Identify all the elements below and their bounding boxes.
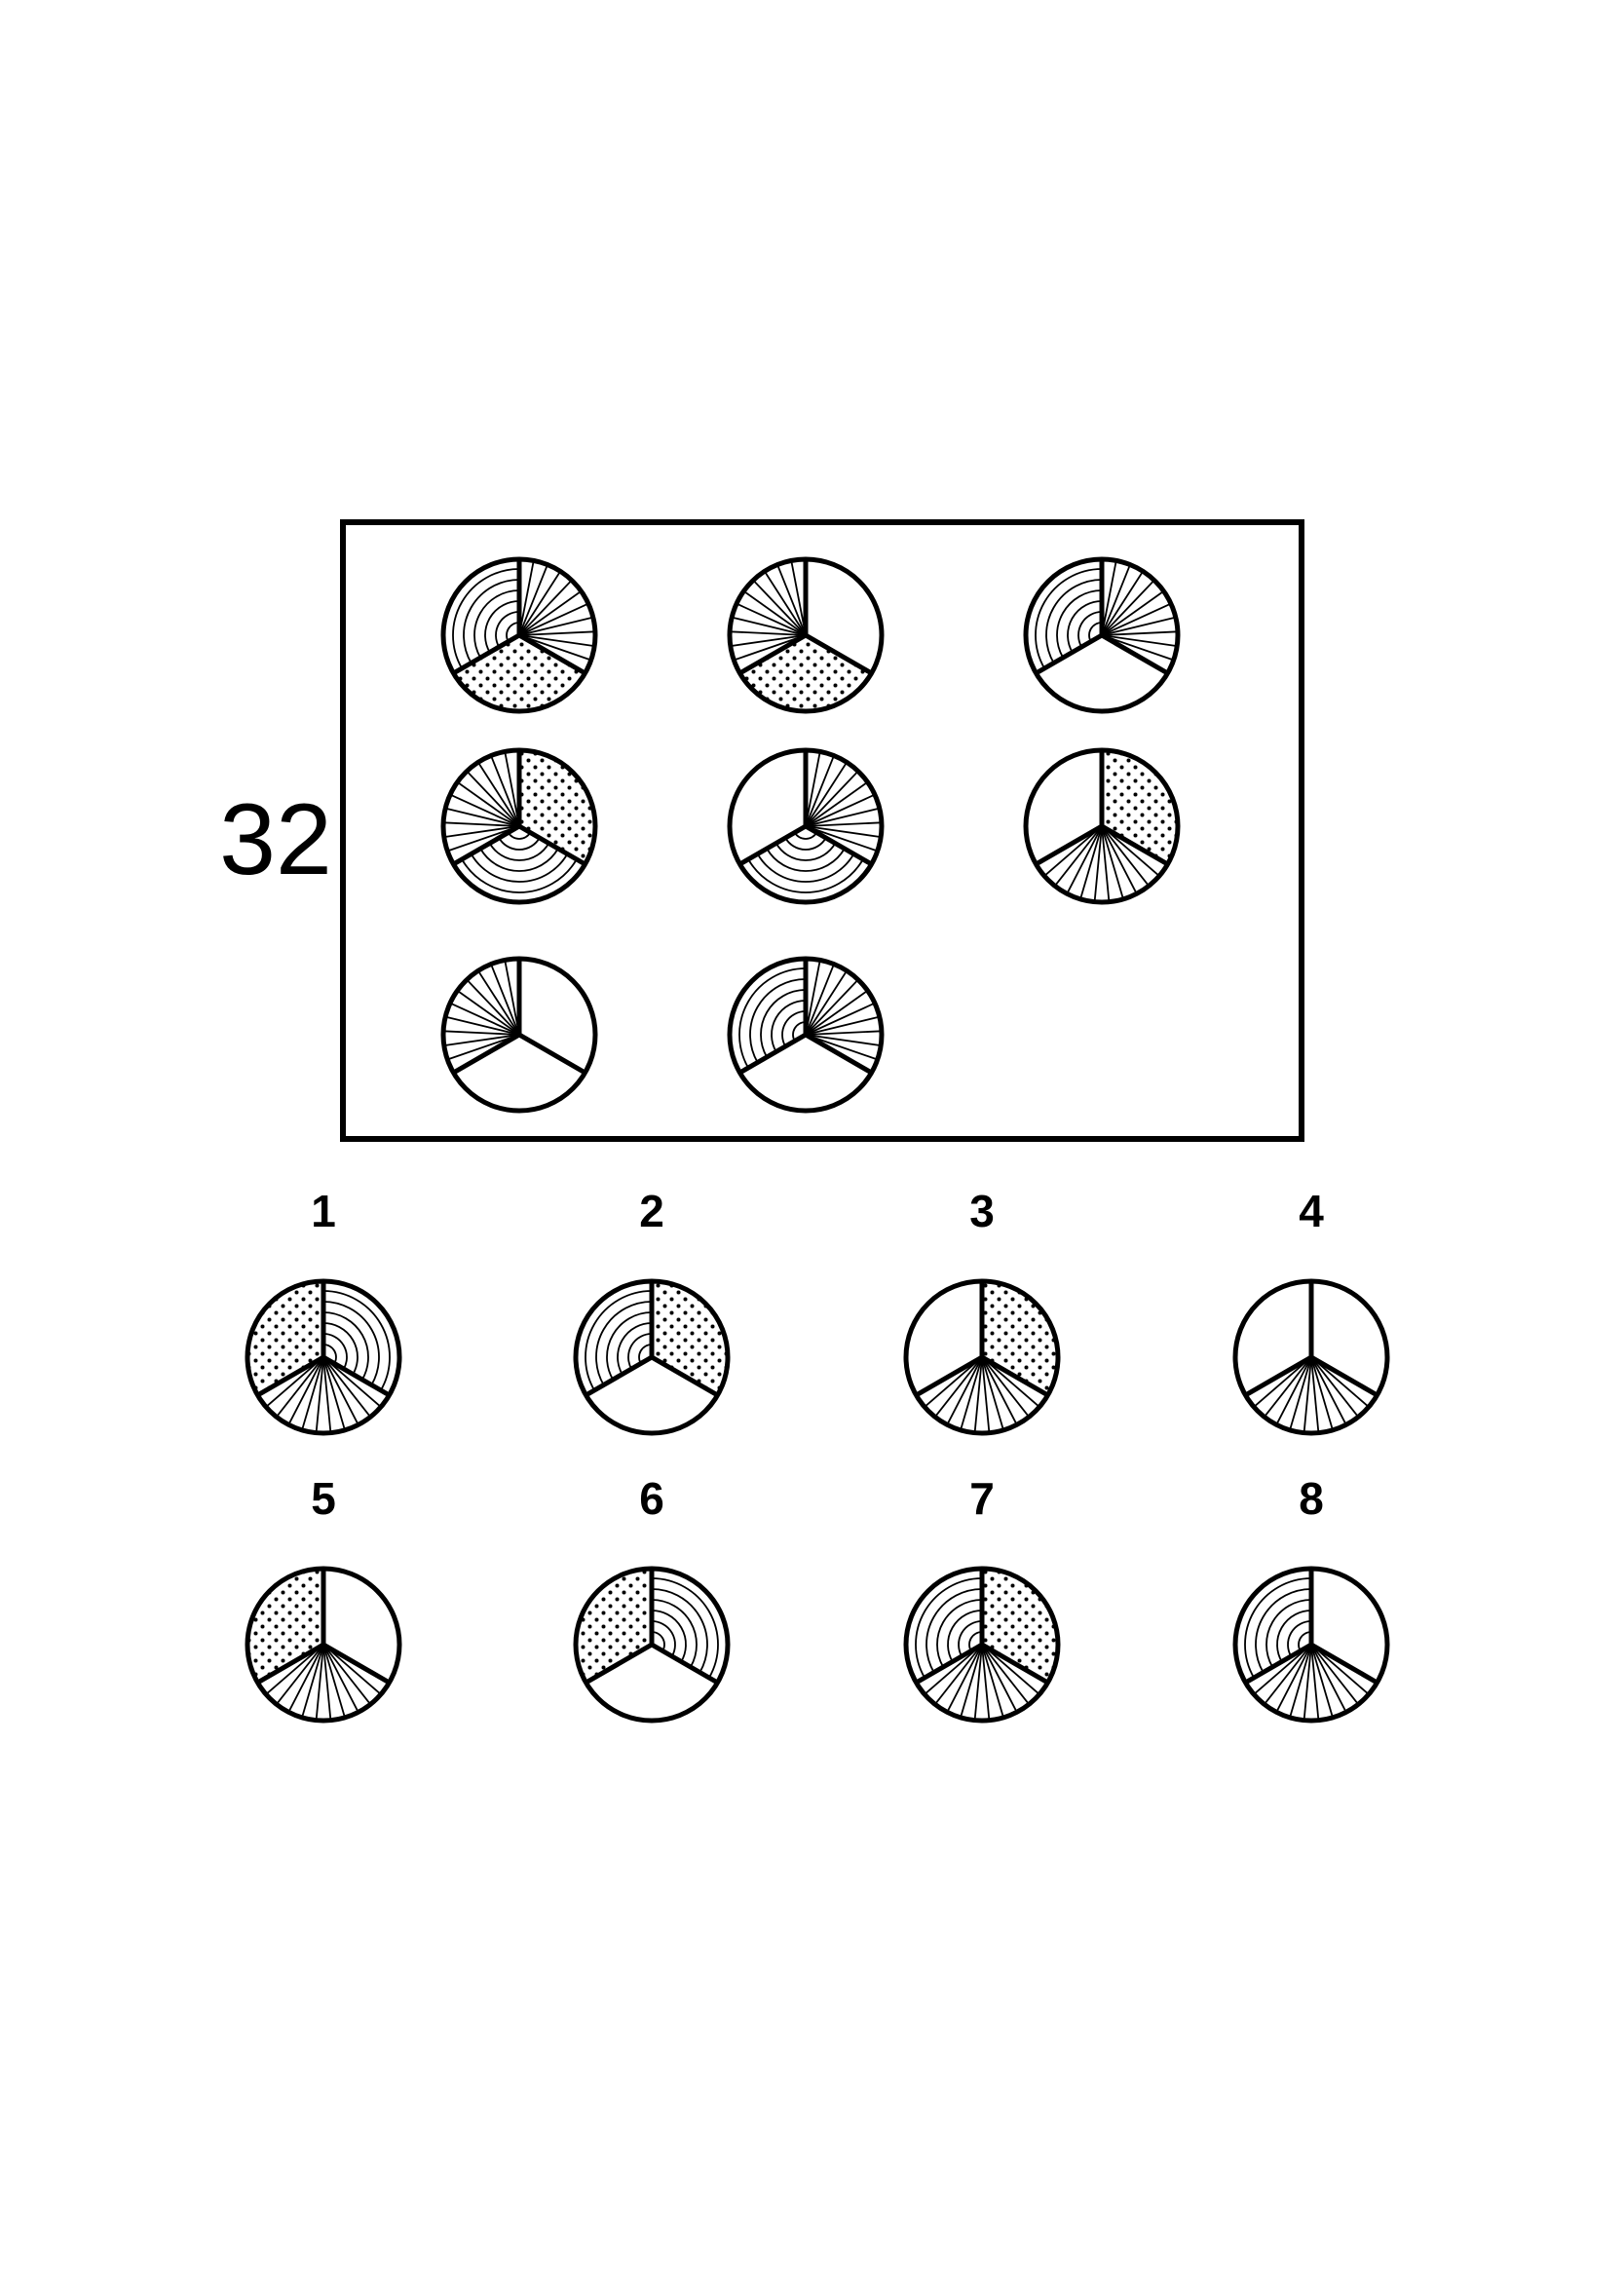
- divider-line: [452, 1032, 521, 1076]
- answer-options: 1 2 3 4 5 6 7 8: [245, 1186, 1390, 1724]
- option-pie-1: [245, 1278, 402, 1436]
- option-label: 4: [1299, 1186, 1324, 1236]
- divider-line: [980, 1354, 1049, 1398]
- option-label: 5: [311, 1473, 336, 1524]
- sector-top-left-concentric-arcs: [585, 1290, 653, 1391]
- divider-line: [585, 1354, 654, 1398]
- sector-top-right-radial-lines: [805, 960, 882, 1061]
- divider-line: [804, 632, 873, 676]
- divider-line: [1244, 1354, 1313, 1398]
- divider-line: [1035, 632, 1104, 676]
- divider-line: [256, 1354, 325, 1398]
- divider-line: [804, 823, 873, 867]
- divider-line: [1309, 1354, 1379, 1398]
- sector-bottom-concentric-arcs: [461, 831, 578, 893]
- option-5[interactable]: 5: [245, 1473, 402, 1724]
- sector-top-left-concentric-arcs: [1244, 1577, 1312, 1679]
- divider-line: [1309, 1642, 1379, 1686]
- option-6[interactable]: 6: [573, 1473, 731, 1724]
- option-7[interactable]: 7: [903, 1473, 1061, 1724]
- divider-line: [1100, 632, 1169, 676]
- option-label: 6: [639, 1473, 664, 1524]
- sector-top-left-concentric-arcs: [452, 568, 520, 669]
- divider-line: [650, 1354, 719, 1398]
- option-4[interactable]: 4: [1232, 1186, 1390, 1436]
- divider-line: [256, 1642, 325, 1686]
- divider-line: [517, 1032, 586, 1076]
- sector-bottom-dots: [739, 635, 872, 711]
- matrix-cell-r3-c2: [727, 956, 885, 1114]
- matrix-frame: [340, 519, 1304, 1142]
- divider-line: [650, 1642, 719, 1686]
- option-3[interactable]: 3: [903, 1186, 1061, 1436]
- matrix-cell-r1-c2: [727, 556, 885, 714]
- option-pie-4: [1232, 1278, 1390, 1436]
- sector-top-right-radial-lines: [518, 560, 595, 662]
- option-pie-2: [573, 1278, 731, 1436]
- sector-top-right-radial-lines: [805, 751, 882, 853]
- matrix-cell-r2-c1: [440, 747, 598, 905]
- sector-top-left-concentric-arcs: [915, 1577, 983, 1679]
- option-2[interactable]: 2: [573, 1186, 731, 1436]
- option-pie-7: [903, 1566, 1061, 1724]
- option-pie-6: [573, 1566, 731, 1724]
- divider-line: [517, 632, 586, 676]
- matrix-cell-r1-c3: [1023, 556, 1181, 714]
- option-8[interactable]: 8: [1232, 1473, 1390, 1724]
- divider-line: [1035, 823, 1104, 867]
- option-label: 8: [1299, 1473, 1324, 1524]
- divider-line: [321, 1642, 391, 1686]
- matrix-cell-r3-c1: [440, 956, 598, 1114]
- sector-top-left-radial-lines: [443, 751, 520, 853]
- sector-bottom-dots: [453, 635, 585, 711]
- divider-line: [585, 1642, 654, 1686]
- puzzle-number: 32: [219, 783, 332, 896]
- sector-bottom-concentric-arcs: [747, 831, 864, 893]
- option-label: 7: [969, 1473, 995, 1524]
- option-pie-8: [1232, 1566, 1390, 1724]
- divider-line: [915, 1642, 984, 1686]
- divider-line: [804, 1032, 873, 1076]
- divider-line: [738, 823, 808, 867]
- matrix-cell-r1-c1: [440, 556, 598, 714]
- divider-line: [738, 1032, 808, 1076]
- divider-line: [517, 823, 586, 867]
- divider-line: [452, 632, 521, 676]
- sector-top-left-concentric-arcs: [738, 967, 807, 1069]
- sector-top-right-concentric-arcs: [651, 1577, 719, 1679]
- matrix-grid: [440, 556, 1181, 1114]
- divider-line: [1100, 823, 1169, 867]
- option-1[interactable]: 1: [245, 1186, 402, 1436]
- divider-line: [321, 1354, 391, 1398]
- sector-top-right-radial-lines: [1101, 560, 1178, 662]
- option-label: 2: [639, 1186, 664, 1236]
- sector-bottom-radial-lines: [265, 1644, 382, 1721]
- divider-line: [915, 1354, 984, 1398]
- option-label: 3: [969, 1186, 995, 1236]
- matrix-cell-r2-c3: [1023, 747, 1181, 905]
- matrix-cell-r2-c2: [727, 747, 885, 905]
- option-label: 1: [311, 1186, 336, 1236]
- sector-top-left-concentric-arcs: [1035, 568, 1103, 669]
- sector-top-left-radial-lines: [443, 960, 520, 1061]
- divider-line: [980, 1642, 1049, 1686]
- sector-top-right-concentric-arcs: [322, 1290, 391, 1391]
- option-pie-3: [903, 1278, 1061, 1436]
- divider-line: [452, 823, 521, 867]
- divider-line: [738, 632, 808, 676]
- divider-line: [1244, 1642, 1313, 1686]
- option-pie-5: [245, 1566, 402, 1724]
